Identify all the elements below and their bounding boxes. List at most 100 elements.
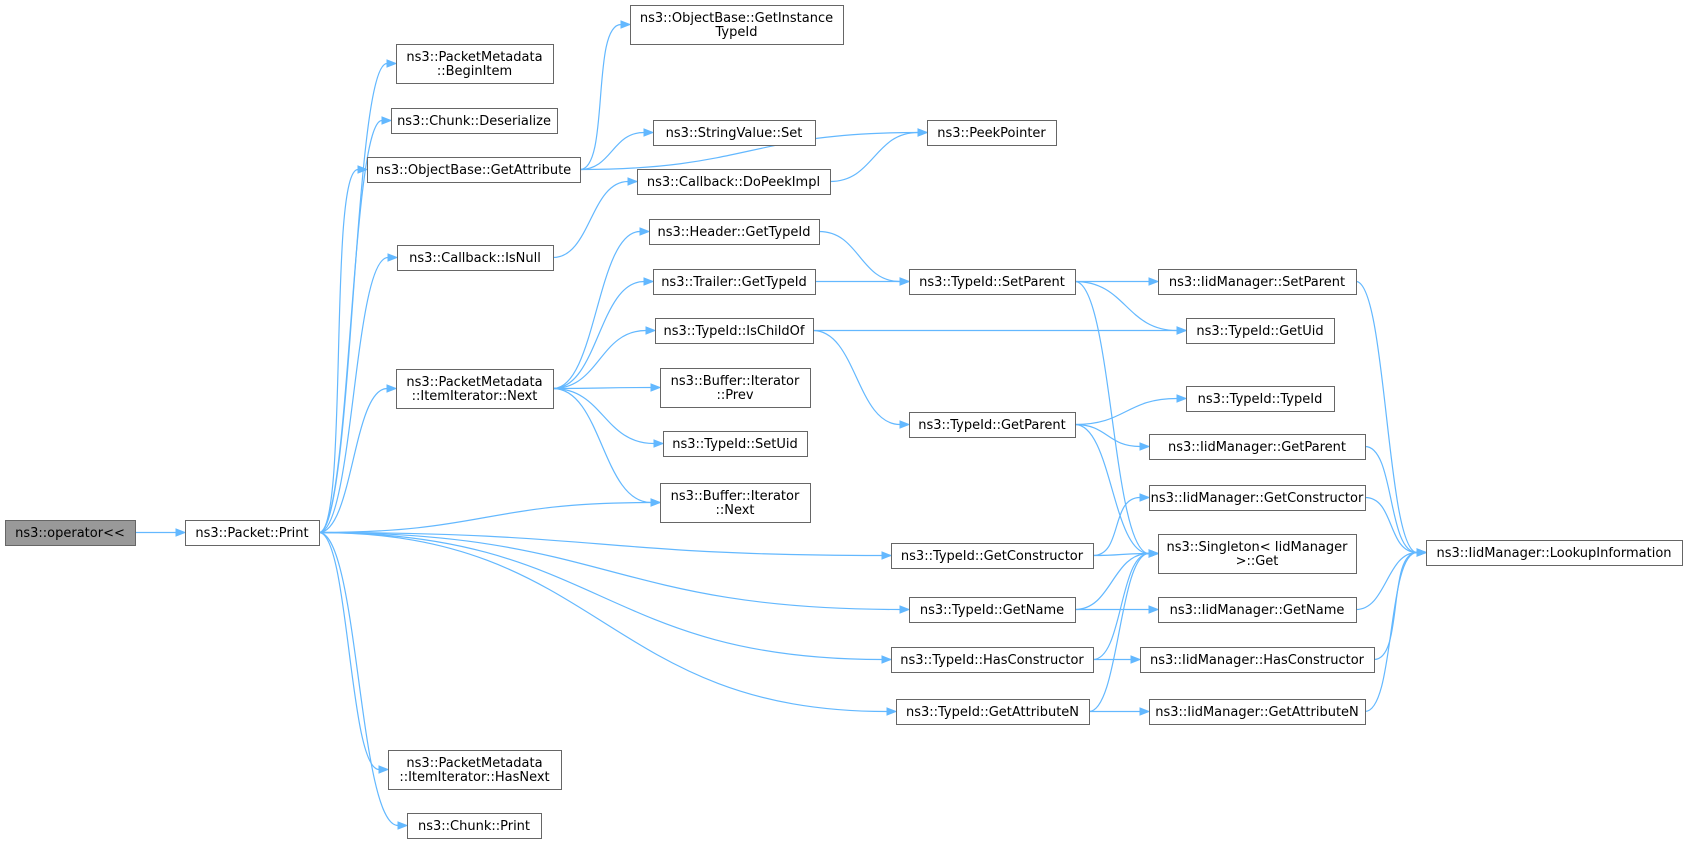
edge-setparent-to-getuid <box>1074 280 1178 332</box>
node-label: ns3::Chunk::Deserialize <box>397 114 551 129</box>
node-label: ns3::IidManager::GetAttributeN <box>1155 705 1359 720</box>
edge-getconstructor-to-singletonget <box>1092 552 1150 557</box>
node-iidgetname[interactable]: ns3::IidManager::GetName <box>1158 597 1357 623</box>
node-ischildof[interactable]: ns3::TypeId::IsChildOf <box>655 318 814 344</box>
arrowhead-icon <box>381 116 393 125</box>
arrowhead-icon <box>1139 493 1151 502</box>
node-hasnext[interactable]: ns3::PacketMetadata::ItemIterator::HasNe… <box>388 750 562 790</box>
edge-getparent-to-typeidctor <box>1074 397 1178 426</box>
node-typeidctor[interactable]: ns3::TypeId::TypeId <box>1186 386 1335 412</box>
node-label: ns3::TypeId::GetConstructor <box>901 549 1084 564</box>
arrowhead-icon <box>627 177 639 186</box>
node-box <box>1149 434 1366 460</box>
node-getparent[interactable]: ns3::TypeId::GetParent <box>909 412 1076 438</box>
node-box <box>663 431 808 457</box>
edge-print-to-getattribute <box>318 168 359 534</box>
edge-print-to-deserialize <box>318 119 383 534</box>
node-label: >::Get <box>1236 554 1279 569</box>
edge-iternext-to-headergettypeid <box>552 230 641 390</box>
node-label: ns3::TypeId::GetAttributeN <box>906 705 1079 720</box>
node-singletonget[interactable]: ns3::Singleton< IidManager>::Get <box>1158 534 1357 574</box>
edge-iternext-to-bufnext <box>552 387 652 504</box>
edge-iidgetparent-to-lookupinformation <box>1364 445 1418 554</box>
node-getattribute[interactable]: ns3::ObjectBase::GetAttribute <box>367 157 581 183</box>
node-getconstructor[interactable]: ns3::TypeId::GetConstructor <box>891 543 1094 569</box>
node-label: ns3::Buffer::Iterator <box>671 374 800 389</box>
node-headergettypeid[interactable]: ns3::Header::GetTypeId <box>649 219 820 245</box>
node-iternext[interactable]: ns3::PacketMetadata::ItemIterator::Next <box>396 369 554 409</box>
node-label: ns3::PacketMetadata <box>406 756 542 771</box>
node-box <box>5 520 136 546</box>
arrowhead-icon <box>1176 326 1188 335</box>
node-label: ns3::Trailer::GetTypeId <box>661 275 807 290</box>
edge-iidgetattributen-to-lookupinformation <box>1364 551 1418 713</box>
edge-ischildof-to-getparent <box>812 329 901 426</box>
node-label: ::ItemIterator::HasNext <box>399 770 549 785</box>
node-iidgetattributen[interactable]: ns3::IidManager::GetAttributeN <box>1149 699 1366 725</box>
edge-isnull-to-dopeekimpl <box>552 180 629 259</box>
node-iidsetparent[interactable]: ns3::IidManager::SetParent <box>1158 269 1357 295</box>
node-stringset[interactable]: ns3::StringValue::Set <box>653 120 816 146</box>
node-label: ns3::Callback::DoPeekImpl <box>647 175 820 190</box>
node-deserialize[interactable]: ns3::Chunk::Deserialize <box>391 108 558 134</box>
edge-print-to-chunkprint <box>318 531 399 827</box>
node-label: ns3::TypeId::GetName <box>920 603 1064 618</box>
node-getuid[interactable]: ns3::TypeId::GetUid <box>1186 318 1335 344</box>
node-label: ns3::TypeId::TypeId <box>1198 392 1323 407</box>
edge-print-to-getconstructor <box>318 531 883 557</box>
node-label: ns3::IidManager::HasConstructor <box>1150 653 1365 668</box>
node-box <box>1186 318 1335 344</box>
edge-print-to-getname <box>318 531 901 611</box>
node-bufprev[interactable]: ns3::Buffer::Iterator::Prev <box>660 368 811 408</box>
edge-iternext-to-ischildof <box>552 329 647 390</box>
node-print[interactable]: ns3::Packet::Print <box>185 520 320 546</box>
node-label: ns3::TypeId::GetUid <box>1196 324 1323 339</box>
arrowhead-icon <box>899 420 911 429</box>
arrowhead-icon <box>1130 655 1142 664</box>
node-label: ns3::PacketMetadata <box>406 375 542 390</box>
node-peekpointer[interactable]: ns3::PeekPointer <box>927 120 1057 146</box>
node-iidgetparent[interactable]: ns3::IidManager::GetParent <box>1149 434 1366 460</box>
node-op[interactable]: ns3::operator<< <box>5 520 136 546</box>
node-box <box>653 269 816 295</box>
node-getattributen[interactable]: ns3::TypeId::GetAttributeN <box>896 699 1090 725</box>
node-getname[interactable]: ns3::TypeId::GetName <box>909 597 1076 623</box>
node-setparent[interactable]: ns3::TypeId::SetParent <box>909 269 1076 295</box>
node-iidhasconstructor[interactable]: ns3::IidManager::HasConstructor <box>1140 647 1375 673</box>
node-box <box>660 483 811 523</box>
edge-print-to-getattributen <box>318 531 888 713</box>
node-lookupinformation[interactable]: ns3::IidManager::LookupInformation <box>1426 540 1683 566</box>
node-iidgetconstructor[interactable]: ns3::IidManager::GetConstructor <box>1149 485 1366 511</box>
edge-getname-to-singletonget <box>1074 552 1150 611</box>
node-box <box>891 543 1094 569</box>
node-setuid[interactable]: ns3::TypeId::SetUid <box>663 431 808 457</box>
node-hasconstructor[interactable]: ns3::TypeId::HasConstructor <box>891 647 1094 673</box>
node-box <box>397 245 554 271</box>
node-chunkprint[interactable]: ns3::Chunk::Print <box>407 813 542 839</box>
node-label: ns3::Chunk::Print <box>418 819 530 834</box>
node-label: ::Next <box>715 503 754 518</box>
edge-dopeekimpl-to-peekpointer <box>829 131 919 183</box>
node-label: ns3::operator<< <box>15 526 125 541</box>
node-dopeekimpl[interactable]: ns3::Callback::DoPeekImpl <box>637 169 831 195</box>
node-bufnext[interactable]: ns3::Buffer::Iterator::Next <box>660 483 811 523</box>
node-box <box>367 157 581 183</box>
node-box <box>630 5 844 45</box>
edge-hasconstructor-to-singletonget <box>1092 552 1150 661</box>
edge-getconstructor-to-iidgetconstructor <box>1092 496 1141 557</box>
node-box <box>909 412 1076 438</box>
arrowhead-icon <box>1139 442 1151 451</box>
arrowhead-icon <box>650 383 662 392</box>
edge-iternext-to-setuid <box>552 387 655 445</box>
arrowhead-icon <box>386 59 398 68</box>
node-trailergettypeid[interactable]: ns3::Trailer::GetTypeId <box>653 269 816 295</box>
node-isnull[interactable]: ns3::Callback::IsNull <box>397 245 554 271</box>
node-label: ns3::Callback::IsNull <box>409 251 541 266</box>
node-box <box>185 520 320 546</box>
node-box <box>909 269 1076 295</box>
node-box <box>637 169 831 195</box>
arrowhead-icon <box>175 528 187 537</box>
arrowhead-icon <box>1416 548 1428 557</box>
node-beginitem[interactable]: ns3::PacketMetadata::BeginItem <box>396 44 554 84</box>
